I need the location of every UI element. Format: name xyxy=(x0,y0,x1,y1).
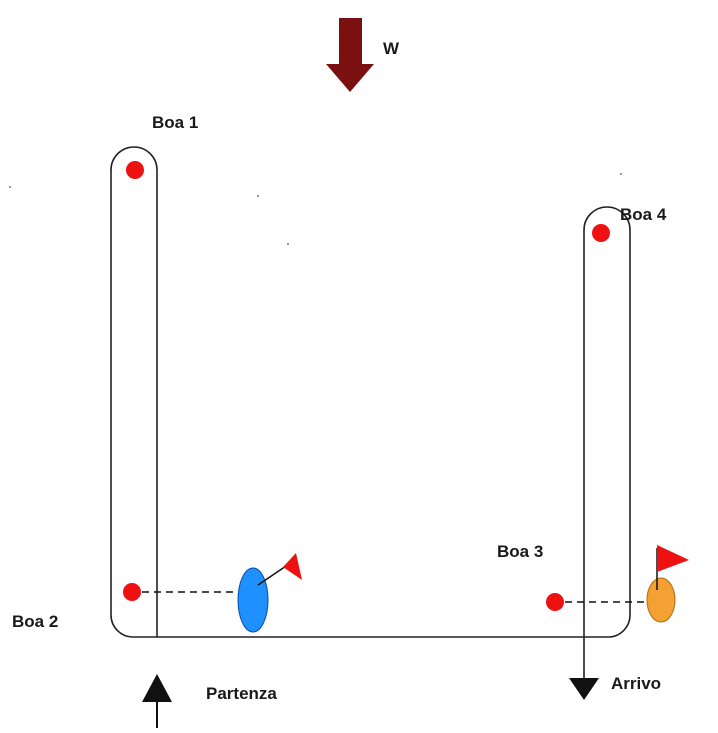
start-boat xyxy=(237,567,269,633)
stray-dot xyxy=(287,243,289,245)
stray-dot xyxy=(257,195,259,197)
finish-flag-icon xyxy=(656,545,689,590)
start-label: Partenza xyxy=(206,684,277,703)
wind-label: W xyxy=(383,39,400,58)
buoy-4-mark xyxy=(592,224,610,242)
stray-dot xyxy=(620,173,622,175)
start-flag-icon xyxy=(257,553,302,586)
buoy-2-mark xyxy=(123,583,141,601)
finish-label: Arrivo xyxy=(611,674,661,693)
buoy-4-label: Boa 4 xyxy=(620,205,667,224)
finish-boat xyxy=(646,577,676,623)
buoy-1-label: Boa 1 xyxy=(152,113,198,132)
buoy-3-label: Boa 3 xyxy=(497,542,543,561)
course-path xyxy=(110,146,631,680)
buoy-3-mark xyxy=(546,593,564,611)
stray-dot xyxy=(9,186,11,188)
start-arrow xyxy=(142,674,172,728)
buoy-2-label: Boa 2 xyxy=(12,612,58,631)
finish-arrow xyxy=(569,678,599,700)
buoy-1-mark xyxy=(126,161,144,179)
wind-arrow xyxy=(326,18,374,92)
